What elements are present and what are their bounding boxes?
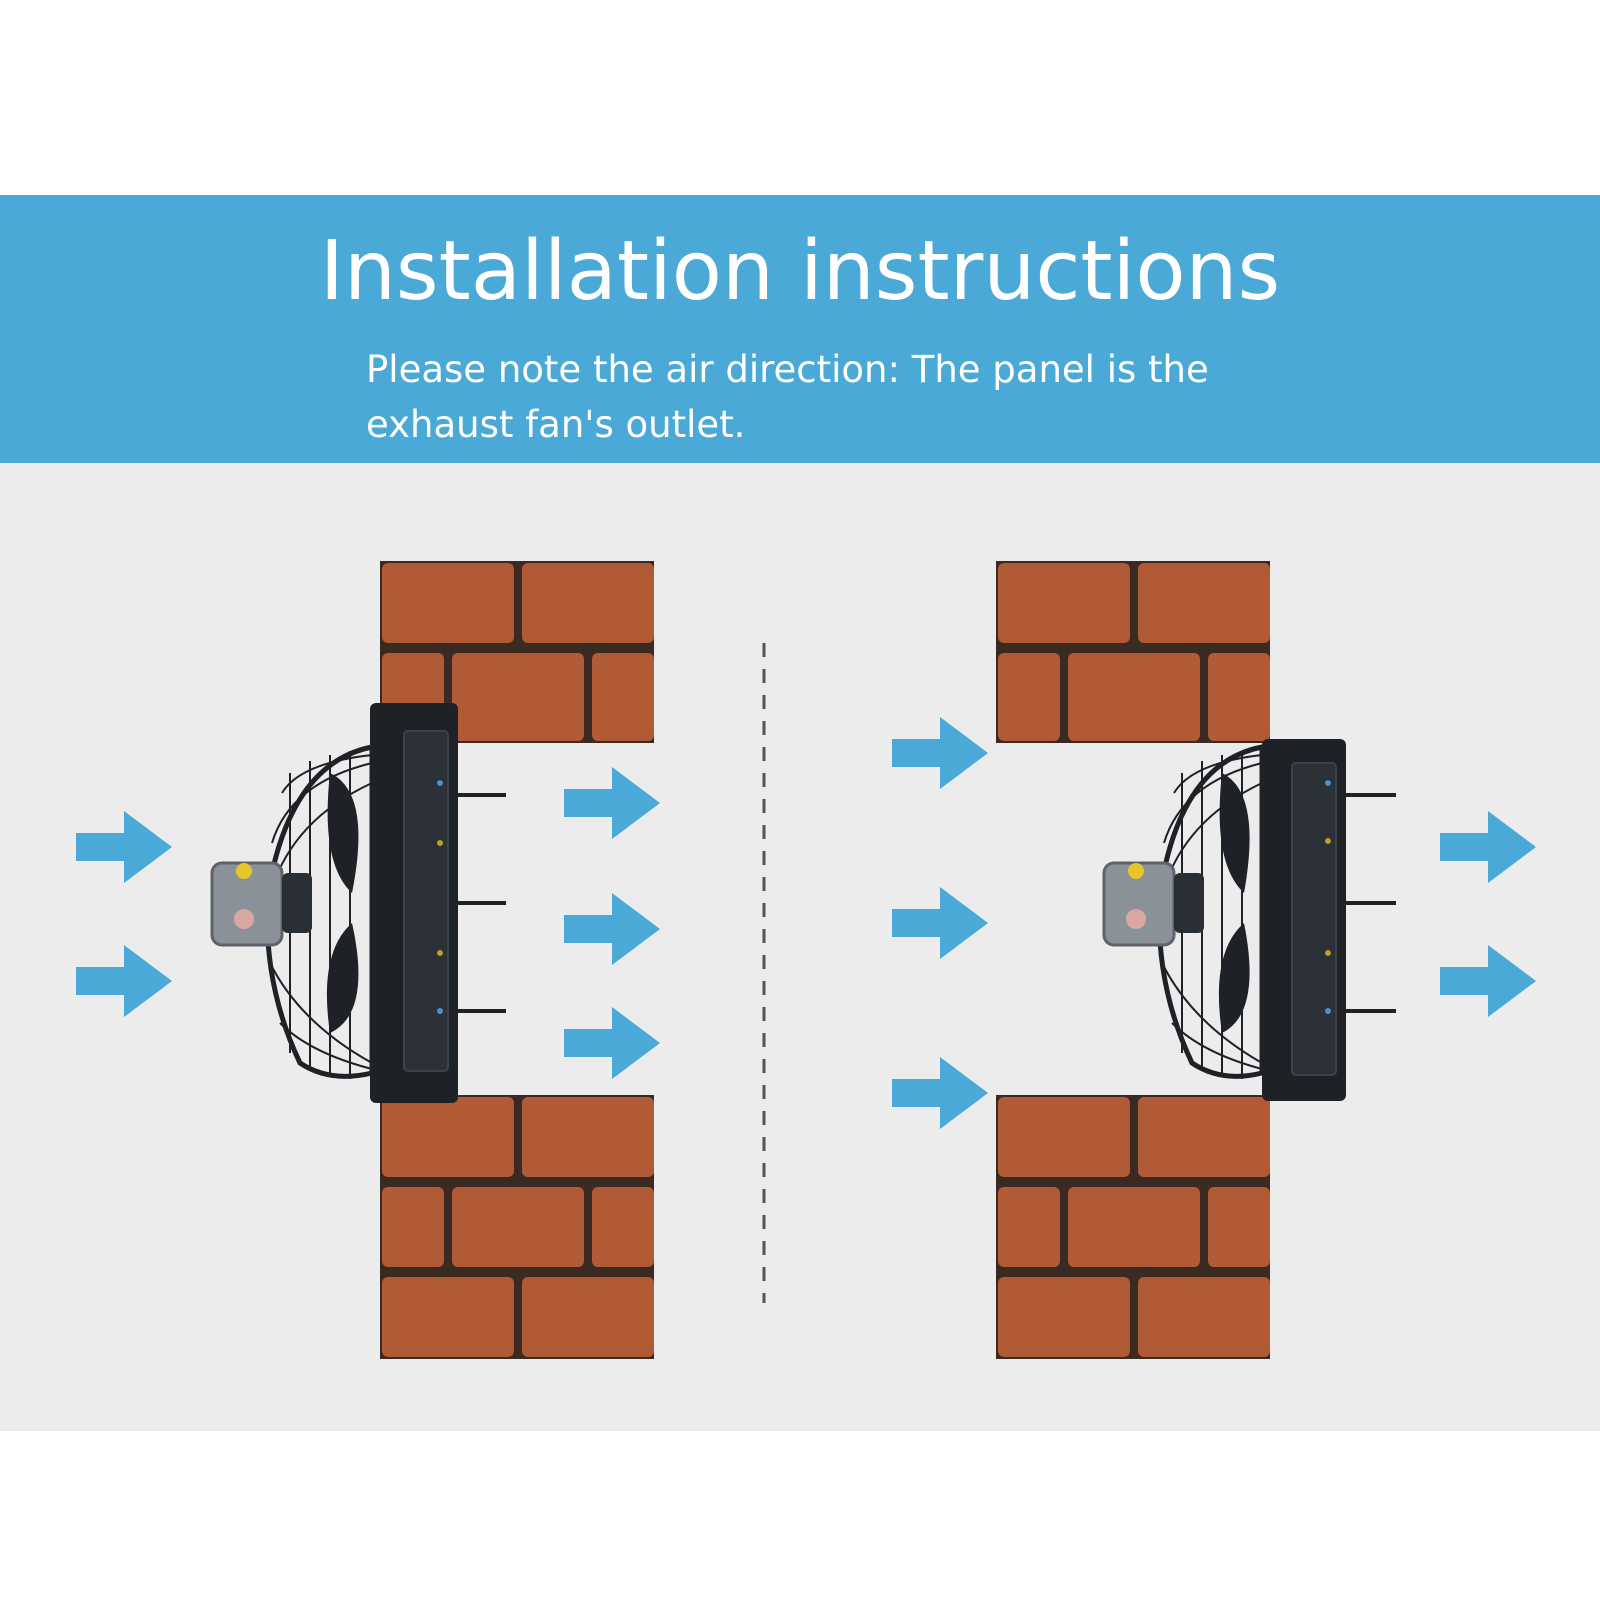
arrow-icon [564, 1007, 660, 1079]
airflow-arrows-left [76, 767, 660, 1079]
exhaust-fan-left [210, 703, 506, 1103]
scene-left [76, 561, 660, 1359]
arrow-icon [76, 945, 172, 1017]
page-title: Installation instructions [319, 224, 1281, 319]
arrow-icon [1440, 945, 1536, 1017]
arrow-icon [1440, 811, 1536, 883]
diagram-area [0, 463, 1600, 1431]
scene-right [892, 561, 1536, 1359]
brick-wall-top-left [380, 561, 654, 743]
arrow-icon [564, 767, 660, 839]
brick-wall-top-right [996, 561, 1270, 743]
arrow-icon [892, 887, 988, 959]
arrow-icon [892, 1057, 988, 1129]
arrow-icon [892, 717, 988, 789]
installation-diagram [76, 561, 1536, 1359]
arrow-icon [76, 811, 172, 883]
brick-wall-bottom-left [380, 1095, 654, 1359]
header-banner [0, 195, 1600, 463]
exhaust-fan-right [1102, 739, 1396, 1101]
air-direction-note: Please note the air direction: The panel… [366, 348, 1209, 446]
arrow-icon [564, 893, 660, 965]
brick-wall-bottom-right [996, 1095, 1270, 1359]
airflow-arrows-right [892, 717, 1536, 1129]
